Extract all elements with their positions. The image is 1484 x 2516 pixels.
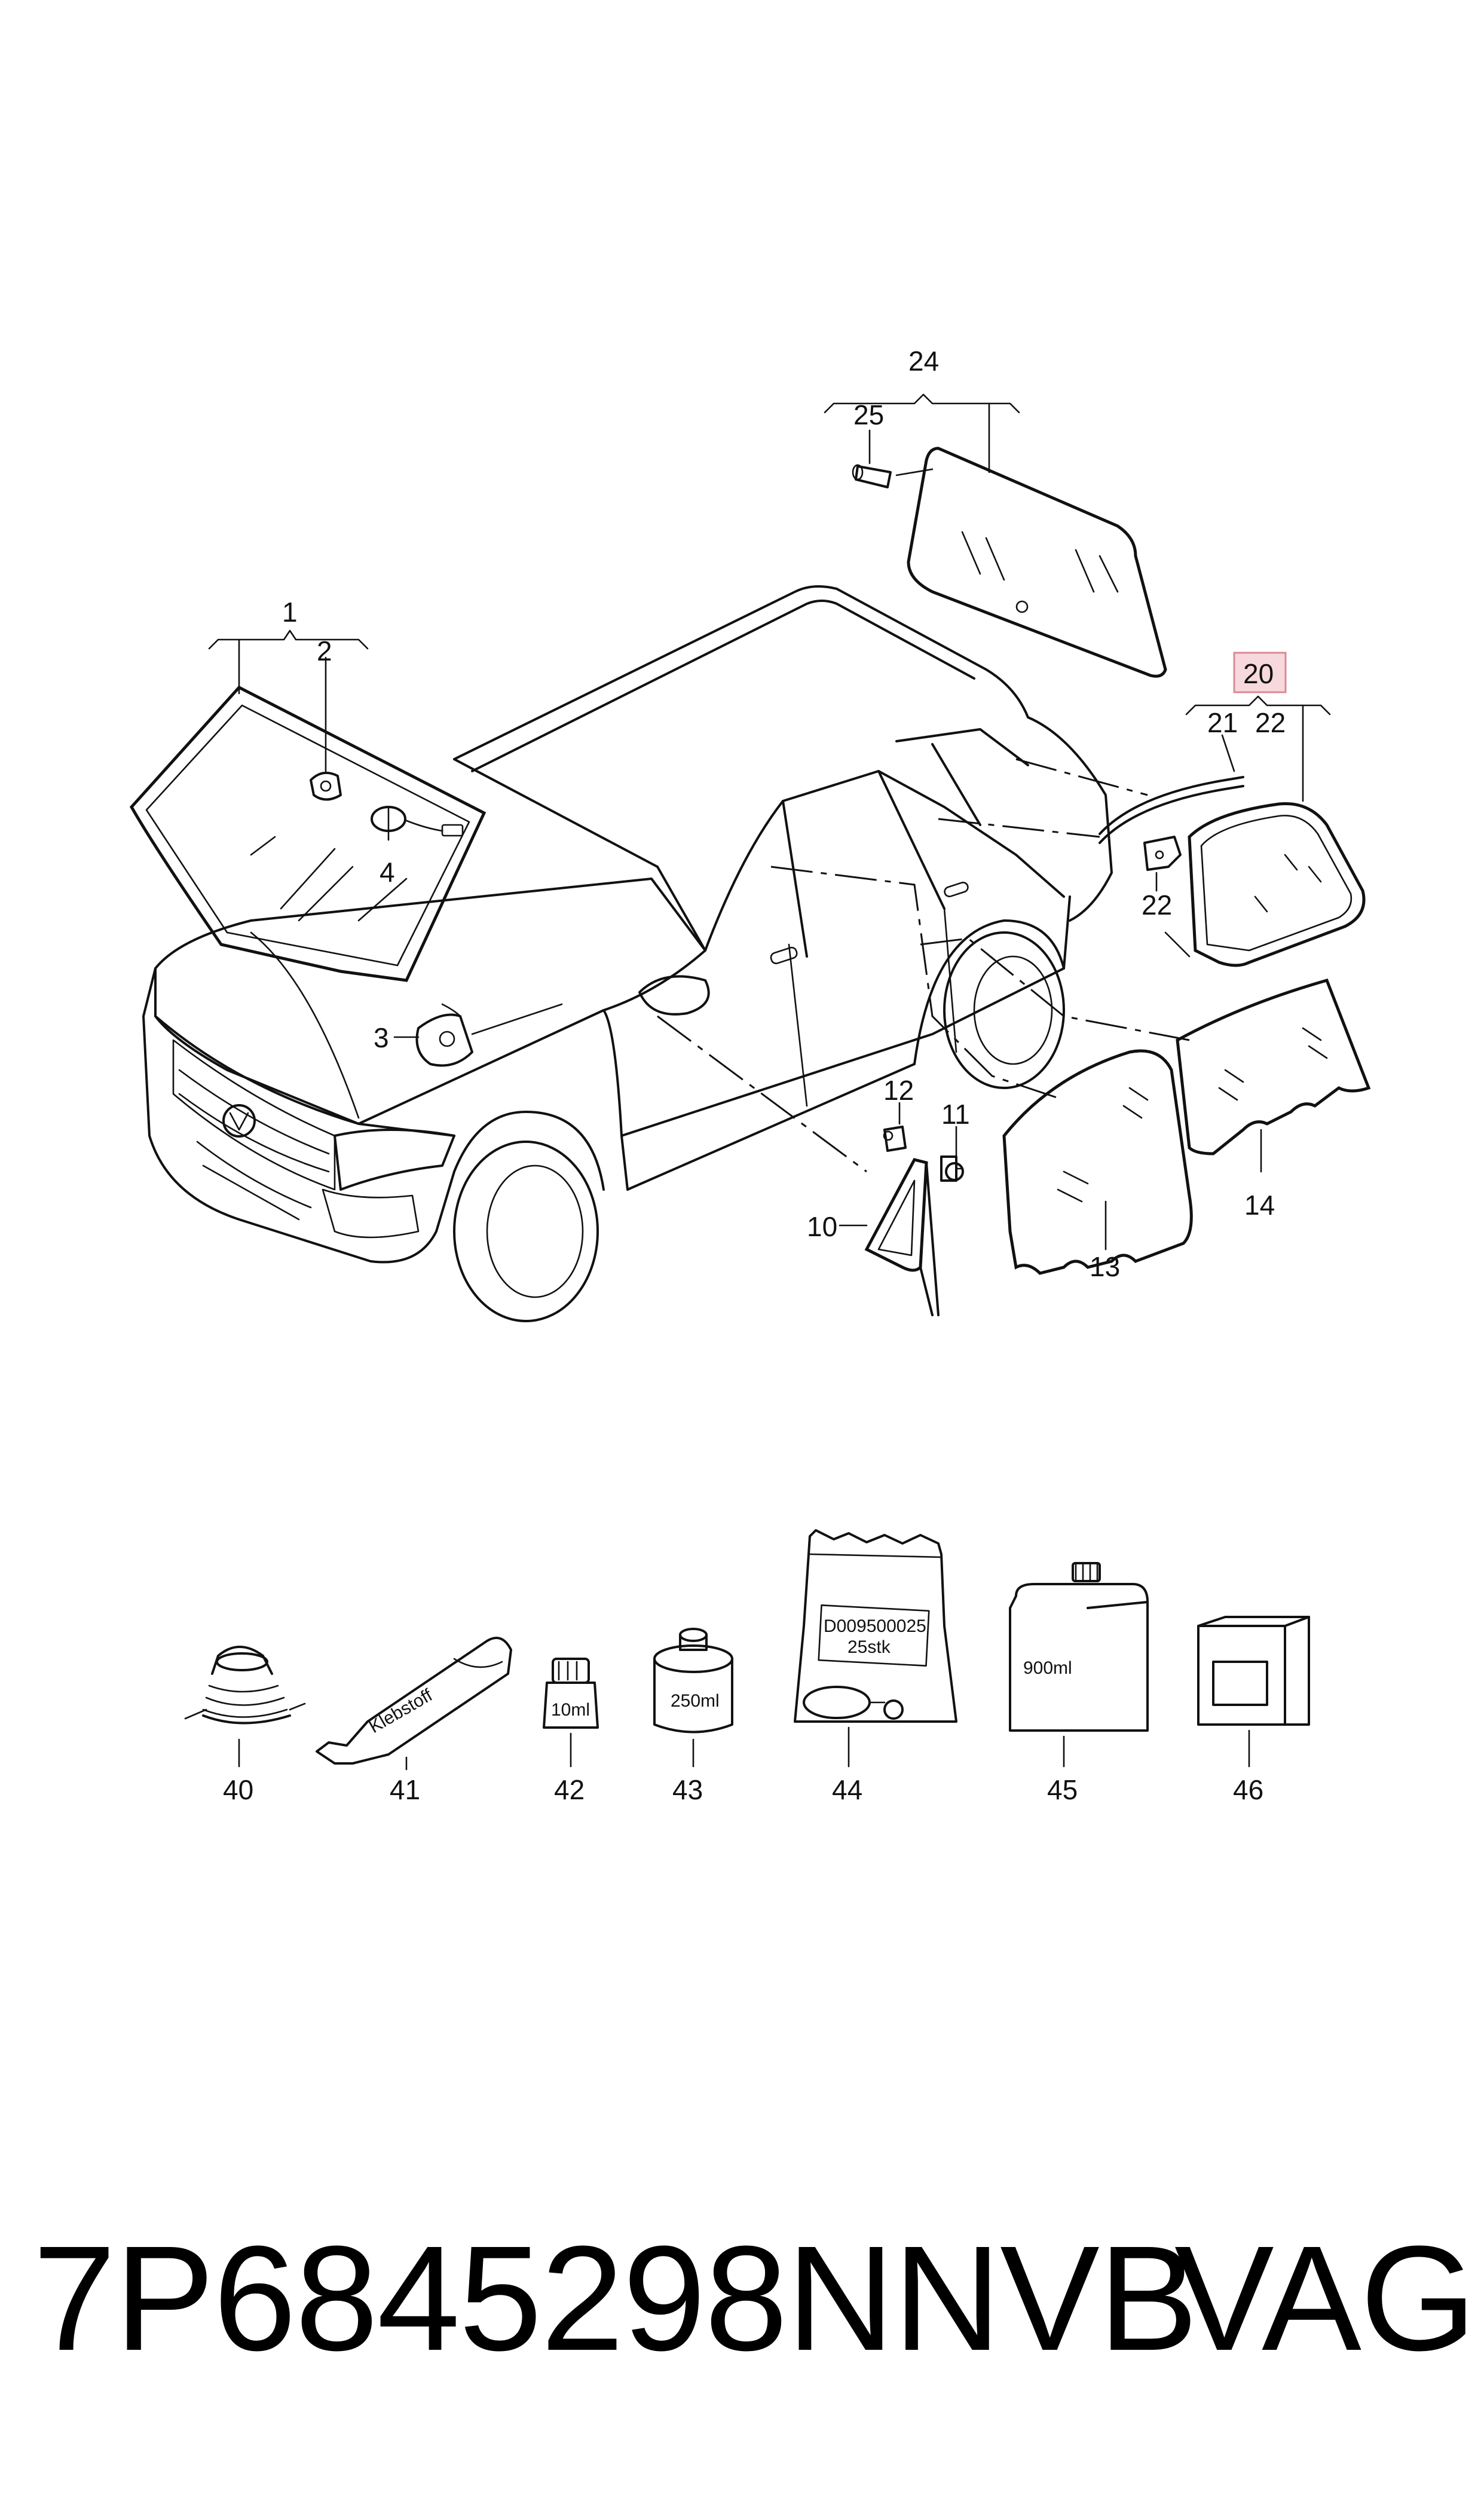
bag-label-code: D009500025: [824, 1616, 926, 1636]
callout-12: 12: [883, 1075, 914, 1106]
callout-numbers: 1 2 3 4 10 11 12 13 14 20 21 22 22 24 25: [282, 346, 1286, 1282]
front-door-glass: [1002, 1049, 1193, 1275]
callout-13: 13: [1090, 1251, 1120, 1282]
part-number: 7P6845298NNVB: [33, 2215, 1198, 2382]
applicator-box: [1197, 1616, 1310, 1768]
callout-14: 14: [1244, 1190, 1275, 1221]
highlight-box: [1233, 652, 1287, 693]
callout-41: 41: [390, 1774, 420, 1805]
callout-20: 20: [1243, 658, 1274, 689]
callout-lines: [208, 393, 1331, 1251]
callout-45: 45: [1047, 1774, 1078, 1805]
callout-24: 24: [908, 346, 939, 377]
cleaner-canister: 900ml: [1009, 1562, 1149, 1768]
callout-1: 1: [282, 597, 298, 628]
callout-40: 40: [223, 1774, 253, 1805]
callout-4: 4: [380, 857, 395, 888]
callout-10: 10: [807, 1211, 837, 1242]
sealing-cone: [184, 1646, 306, 1768]
rear-window-glass: [895, 447, 1167, 678]
callout-22-bottom: 22: [1142, 889, 1172, 921]
callout-43: 43: [672, 1774, 703, 1805]
quarter-glass: [1188, 802, 1366, 967]
can-label: 250ml: [671, 1691, 720, 1711]
car-body: [142, 585, 1113, 1322]
primer-can: 250ml: [653, 1628, 733, 1768]
clip-bag: D009500025 25stk: [794, 1529, 957, 1768]
callout-25: 25: [853, 399, 884, 430]
parts-diagram: 1 2 3 4 10 11 12 13 14 20 21 22 22 24 25: [129, 346, 1371, 1805]
clip: [852, 464, 892, 488]
screw: [945, 1162, 964, 1181]
consumable-numbers: 40 41 42 43 44 45 46: [223, 1774, 1263, 1805]
callout-11: 11: [941, 1099, 970, 1130]
callout-21: 21: [1207, 707, 1238, 738]
assembly-leaders: [657, 758, 1190, 1173]
brand-name: VAG: [1174, 2215, 1476, 2382]
clip-screw: [883, 1126, 907, 1152]
callout-22-top: 22: [1255, 707, 1286, 738]
mirror-mount: [415, 1003, 563, 1067]
callout-42: 42: [554, 1774, 585, 1805]
rear-door-glass: [1176, 978, 1371, 1155]
bolt: [940, 1155, 963, 1182]
bottle-label: 10ml: [551, 1700, 590, 1720]
corner-triangle-glass: [864, 1158, 940, 1316]
canister-label: 900ml: [1023, 1658, 1072, 1678]
callout-3: 3: [374, 1022, 389, 1053]
window-bracket: [1143, 836, 1182, 871]
windshield-glass: [129, 685, 486, 982]
callout-2: 2: [317, 635, 332, 667]
seal-strip: [1099, 776, 1244, 958]
sensor-bracket: [310, 771, 342, 801]
callout-44: 44: [832, 1774, 862, 1805]
bag-label-qty: 25stk: [847, 1637, 891, 1657]
callout-46: 46: [1233, 1774, 1263, 1805]
small-bottle: 10ml: [543, 1658, 599, 1768]
adhesive-tube: Klebstoff: [316, 1637, 512, 1771]
consumables-row: Klebstoff 10ml 250ml D009500025 25stk: [184, 1529, 1310, 1771]
